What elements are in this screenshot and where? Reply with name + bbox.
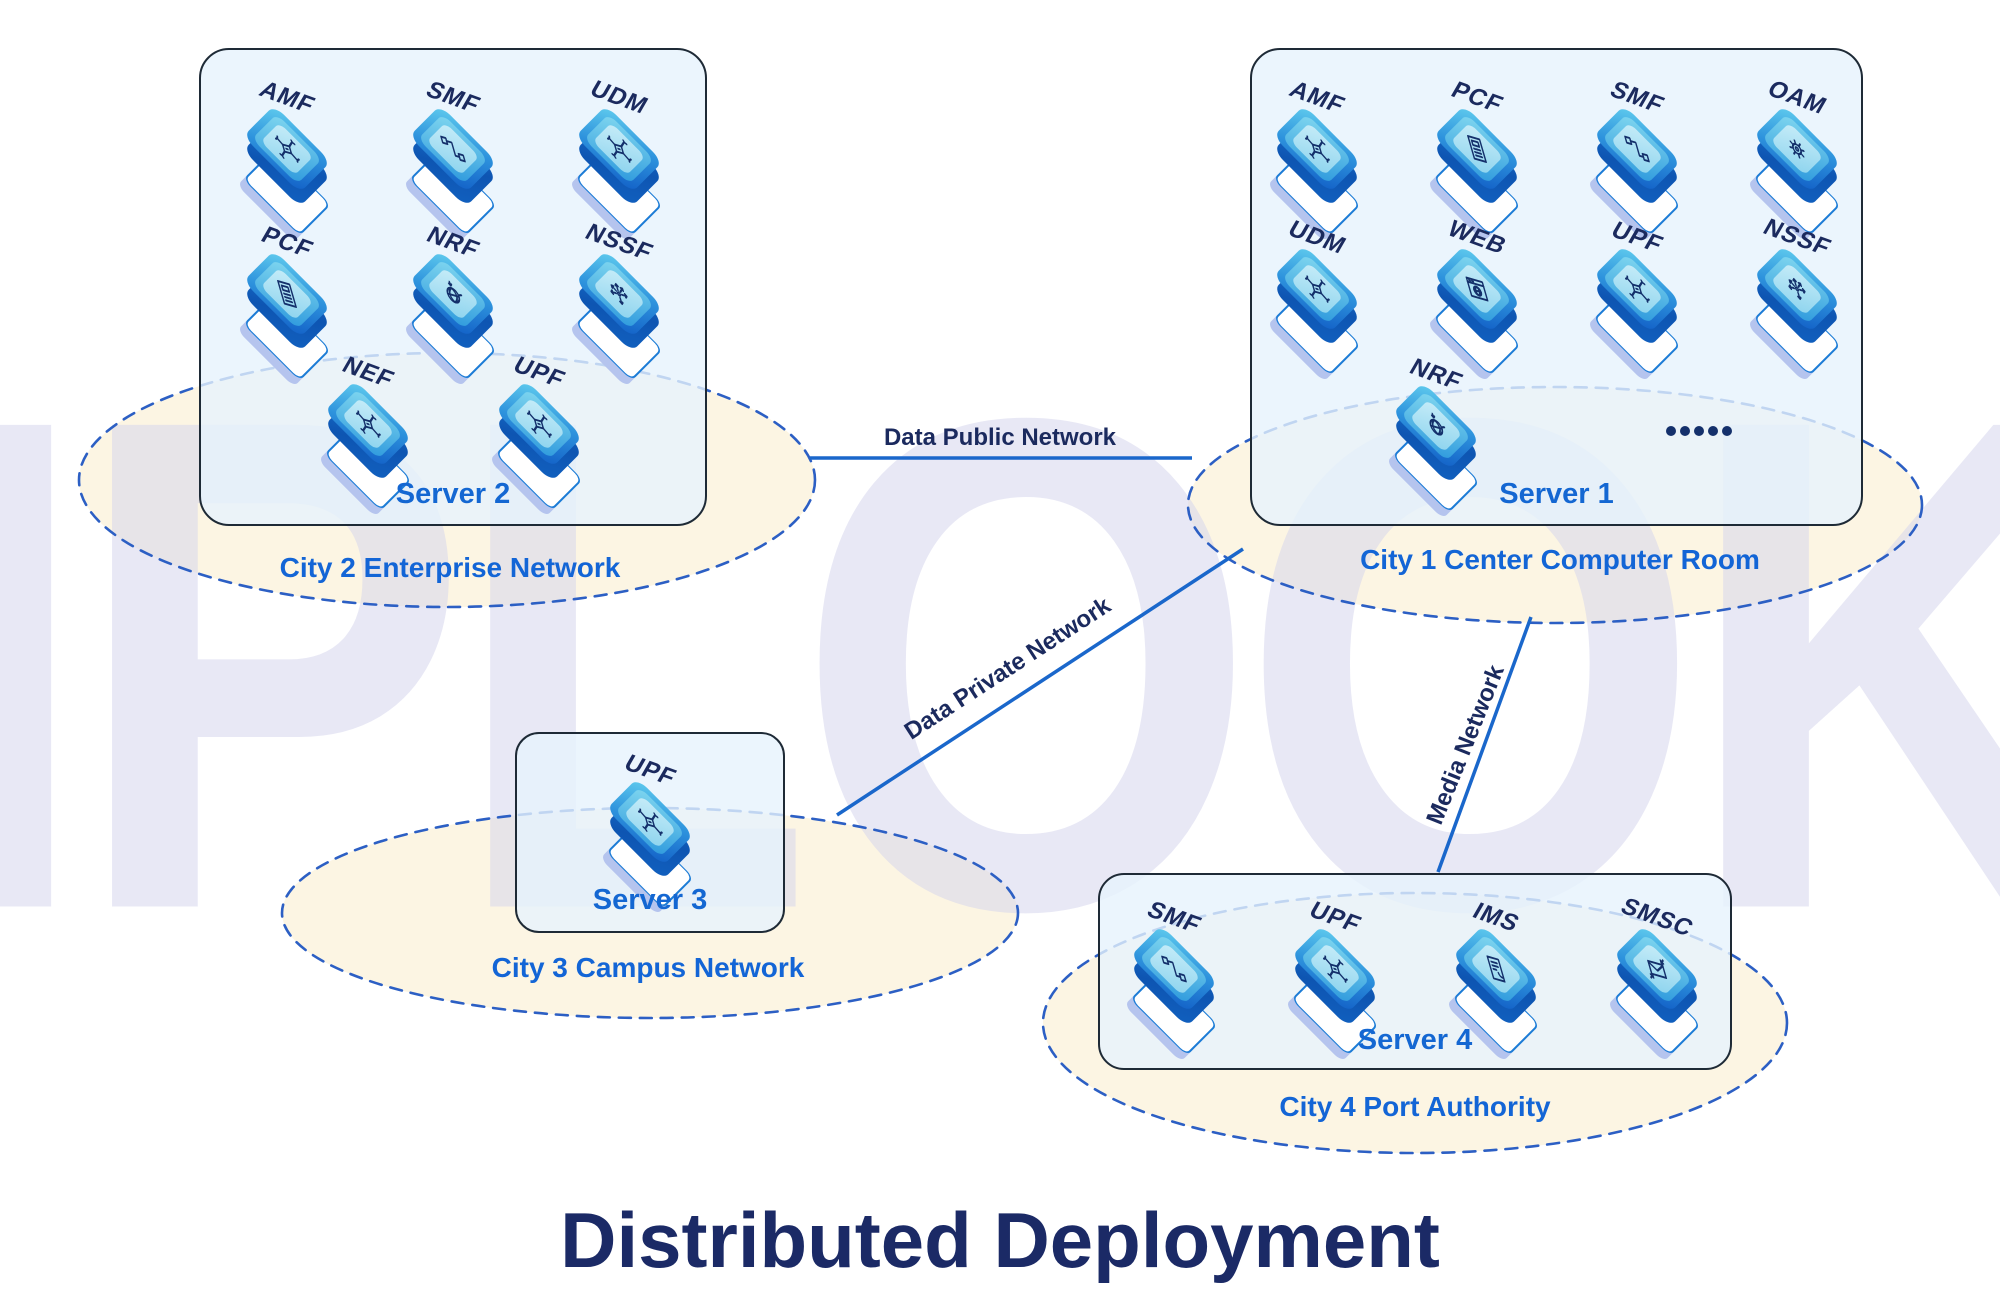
drone-icon bbox=[1290, 258, 1344, 320]
nf-node-nef: NEF bbox=[298, 352, 438, 517]
nf-node-smsc: SMSC bbox=[1587, 893, 1727, 1062]
nf-node-smf: SMF bbox=[1567, 77, 1707, 242]
drone-icon bbox=[260, 118, 314, 180]
diagram-title: Distributed Deployment bbox=[560, 1196, 1440, 1284]
nf-node-udm: UDM bbox=[549, 76, 689, 242]
server-3-nodes: UPF bbox=[517, 734, 783, 931]
tile-face-center bbox=[1469, 942, 1522, 996]
drone-icon bbox=[1290, 118, 1344, 180]
tile-face-center bbox=[1610, 122, 1663, 176]
tile-face-center bbox=[260, 267, 314, 321]
nf-node-amf: AMF bbox=[217, 76, 357, 242]
tile-face-center bbox=[426, 122, 480, 176]
nf-node-pcf: PCF bbox=[217, 222, 357, 387]
nf-node-nssf: NSSF bbox=[1727, 214, 1867, 382]
nf-node-nrf: NRF bbox=[383, 222, 523, 387]
more-nodes-dots bbox=[1666, 426, 1732, 436]
nf-node-ims: IMS bbox=[1426, 898, 1566, 1062]
city-3-network-label: City 3 Campus Network bbox=[491, 952, 805, 983]
tile-face-center bbox=[1147, 942, 1200, 996]
nf-node-upf: UPF bbox=[580, 750, 720, 915]
tile-face-center bbox=[512, 397, 565, 451]
nf-node-smf: SMF bbox=[383, 77, 523, 242]
flow-icon bbox=[426, 118, 480, 180]
tile-face-center bbox=[341, 397, 394, 451]
nf-node-upf: UPF bbox=[469, 352, 609, 517]
node-row: UPF bbox=[517, 750, 783, 915]
nf-node-nrf: NRF bbox=[1366, 354, 1506, 519]
server-3-label: Server 3 bbox=[592, 884, 708, 916]
nf-node-udm: UDM bbox=[1247, 216, 1387, 382]
drone-icon bbox=[623, 791, 677, 853]
tile-face-center bbox=[426, 267, 480, 321]
nf-node-amf: AMF bbox=[1247, 76, 1387, 242]
drone-icon bbox=[1308, 938, 1362, 1000]
browser-globe-icon bbox=[1450, 258, 1504, 320]
city-4-network-label: City 4 Port Authority bbox=[1279, 1091, 1551, 1122]
tile-face-center bbox=[1290, 262, 1343, 316]
data-public-network-label: Data Public Network bbox=[883, 424, 1117, 451]
gear-icon bbox=[1770, 118, 1824, 180]
nf-node-pcf: PCF bbox=[1407, 77, 1547, 242]
expand-arrows-icon bbox=[1770, 258, 1824, 320]
nf-node-upf: UPF bbox=[1567, 217, 1707, 382]
expand-arrows-icon bbox=[592, 263, 646, 325]
tile-face-center bbox=[1409, 399, 1463, 453]
tile-face-center bbox=[1450, 122, 1503, 176]
server-2-label: Server 2 bbox=[395, 478, 511, 510]
drone-icon bbox=[592, 118, 646, 180]
globe-arrows-icon bbox=[426, 263, 480, 325]
media-network-line bbox=[1436, 616, 1533, 873]
tile-face-center bbox=[260, 122, 314, 176]
tile-face-center bbox=[592, 122, 646, 176]
nf-node-web: WEB bbox=[1407, 216, 1547, 382]
tile-face-center bbox=[1630, 942, 1683, 996]
private-network-line bbox=[836, 547, 1244, 817]
globe-arrows-icon bbox=[1409, 395, 1463, 457]
envelope-arrows-icon bbox=[1630, 938, 1684, 1000]
server-3-box: UPF Server 3 bbox=[515, 732, 785, 933]
drone-icon bbox=[1610, 258, 1664, 320]
drone-icon bbox=[512, 393, 566, 455]
tile-face-center bbox=[623, 795, 677, 849]
tile-face-center bbox=[1770, 122, 1823, 176]
tile-face-center bbox=[592, 267, 646, 321]
city-2-network-label: City 2 Enterprise Network bbox=[279, 552, 621, 583]
tile-face-center bbox=[1308, 942, 1361, 996]
nf-node-oam: OAM bbox=[1727, 76, 1867, 242]
tile-face-center bbox=[1290, 122, 1343, 176]
server-1-label: Server 1 bbox=[1499, 478, 1614, 510]
sim-card-phone-icon bbox=[1469, 938, 1523, 1000]
calculator-icon bbox=[1450, 118, 1504, 180]
nf-node-nssf: NSSF bbox=[549, 219, 689, 387]
tile-face-center bbox=[1610, 262, 1663, 316]
flow-icon bbox=[1147, 938, 1201, 1000]
city2-ellipse-outline bbox=[77, 351, 817, 609]
server-4-label: Server 4 bbox=[1357, 1024, 1473, 1056]
tile-face-center bbox=[1450, 262, 1503, 316]
drone-icon bbox=[341, 393, 395, 455]
calculator-icon bbox=[260, 263, 314, 325]
tile-face-center bbox=[1770, 262, 1823, 316]
nf-node-upf: UPF bbox=[1265, 897, 1405, 1062]
nf-node-smf: SMF bbox=[1104, 897, 1244, 1062]
city-1-network-label: City 1 Center Computer Room bbox=[1360, 544, 1760, 575]
node-row: NRF bbox=[1252, 354, 1861, 519]
flow-icon bbox=[1610, 118, 1664, 180]
